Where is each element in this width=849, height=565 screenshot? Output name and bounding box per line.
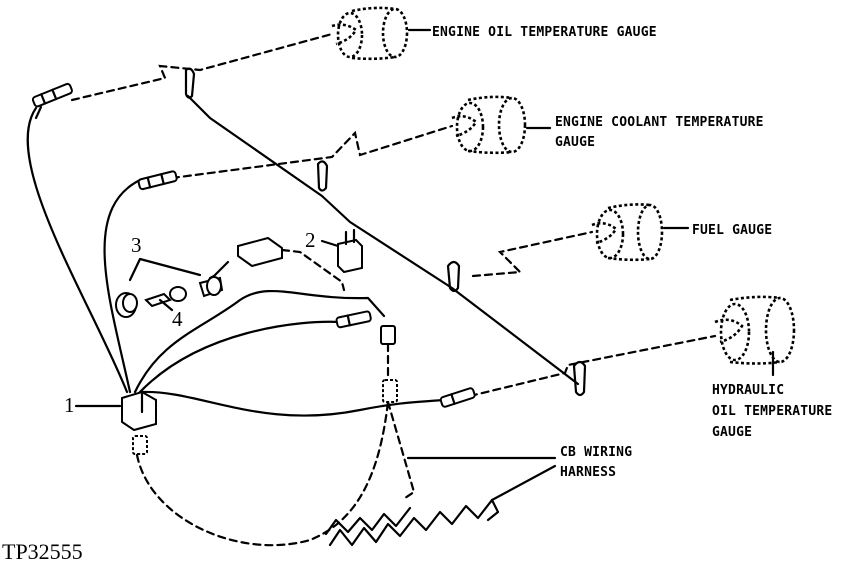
oil-temp-dashed-lead bbox=[70, 32, 334, 102]
callout-3: 3 bbox=[131, 233, 142, 257]
cab-wiring-harness-drawing bbox=[135, 400, 557, 547]
fuel-dashed-lead bbox=[471, 230, 594, 278]
fuel-gauge-drawing bbox=[591, 203, 690, 262]
component-2-drawing bbox=[237, 228, 363, 292]
callout-4: 4 bbox=[172, 307, 183, 331]
inline-connectors bbox=[132, 325, 398, 455]
callout-2: 2 bbox=[305, 228, 316, 252]
hydraulic-oil-temperature-gauge-label-line3: GAUGE bbox=[712, 425, 753, 440]
hydraulic-oil-temperature-gauge-drawing bbox=[714, 295, 796, 377]
ground-wire-with-terminals bbox=[184, 67, 587, 397]
engine-coolant-temperature-gauge-label-line1: ENGINE COOLANT TEMPERATURE bbox=[555, 115, 764, 130]
harness-wires bbox=[26, 105, 445, 417]
engine-coolant-temperature-gauge-drawing bbox=[451, 95, 552, 155]
hydraulic-oil-temperature-gauge-label-line1: HYDRAULIC bbox=[712, 383, 785, 398]
callout-1: 1 bbox=[64, 393, 75, 417]
hydraulic-oil-temperature-gauge-label-line2: OIL TEMPERATURE bbox=[712, 404, 833, 419]
component-3-4-drawing bbox=[115, 276, 224, 318]
cab-wiring-harness-label-line2: HARNESS bbox=[560, 465, 617, 480]
callout-leaders bbox=[128, 239, 340, 312]
fuel-gauge-label: FUEL GAUGE bbox=[692, 223, 773, 238]
sender-connectors bbox=[31, 82, 476, 408]
connector-1-drawing bbox=[74, 390, 157, 432]
engine-coolant-temperature-gauge-label-line2: GAUGE bbox=[555, 135, 596, 150]
figure-reference: TP32555 bbox=[2, 539, 83, 564]
engine-oil-temperature-gauge-drawing bbox=[331, 6, 432, 61]
hydraulic-dashed-lead bbox=[468, 334, 717, 398]
cab-wiring-harness-label-line1: CB WIRING bbox=[560, 445, 633, 460]
coolant-temp-dashed-lead bbox=[170, 124, 454, 180]
engine-oil-temperature-gauge-label: ENGINE OIL TEMPERATURE GAUGE bbox=[432, 25, 657, 40]
